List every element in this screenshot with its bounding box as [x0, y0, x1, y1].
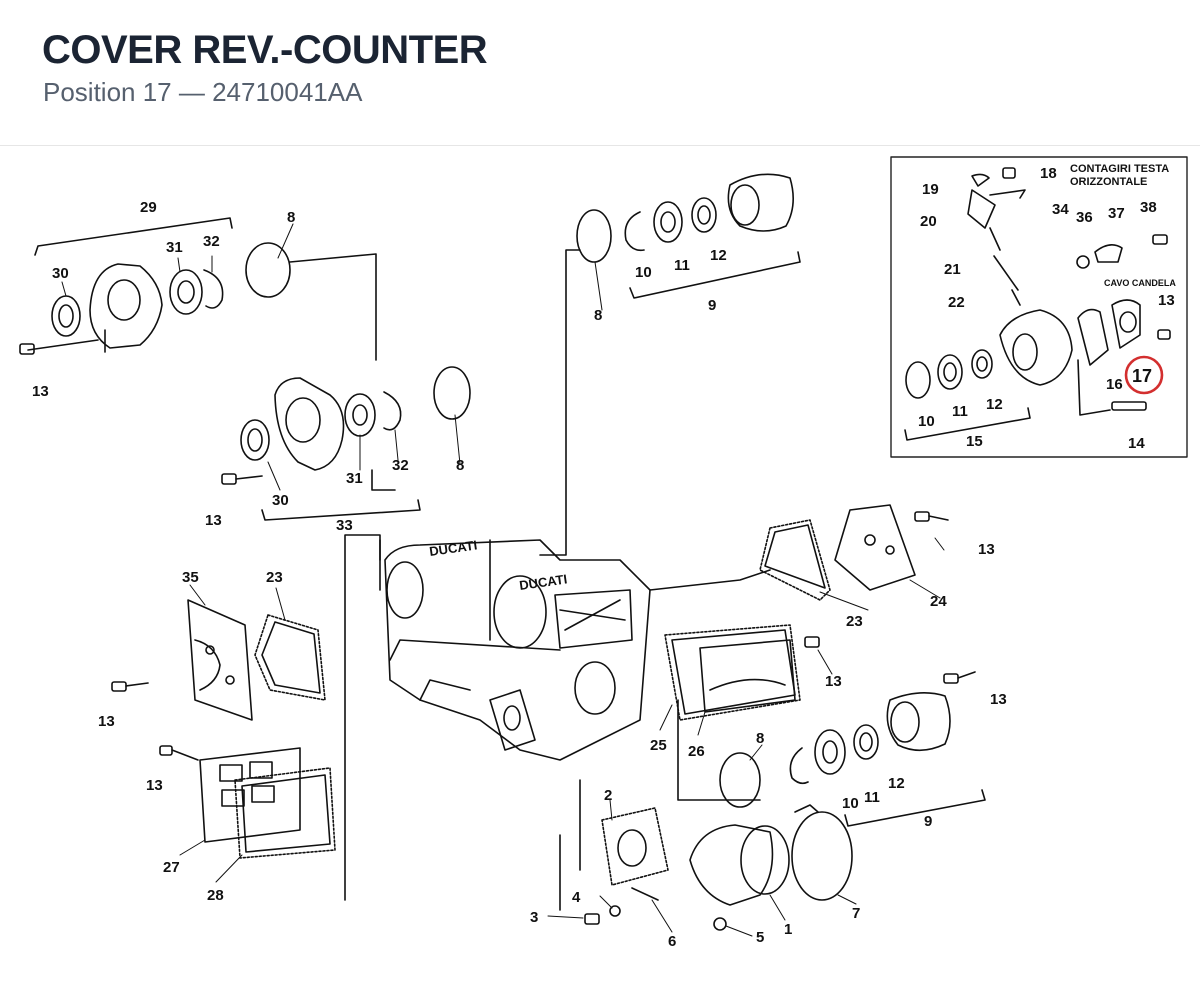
callout-23: 23: [266, 569, 283, 586]
inset-callout-20: 20: [920, 213, 937, 230]
highlight-circle-17: [1124, 355, 1164, 395]
callout-8: 8: [756, 730, 764, 747]
callout-labels: 29 8 31 32 30 13 10 11 12 9 8 8 30 31 32…: [32, 163, 1176, 950]
callout-3: 3: [530, 909, 538, 926]
callout-11: 11: [674, 257, 690, 274]
callout-32: 32: [203, 233, 220, 250]
page-header: COVER REV.-COUNTER Position 17 — 2471004…: [0, 0, 1200, 146]
inset-callout-13: 13: [1158, 292, 1175, 309]
intake-manifold-group: [559, 779, 853, 931]
callout-8: 8: [287, 209, 295, 226]
inset-callout-22: 22: [948, 294, 965, 311]
exploded-parts-diagram: DUCATI DUCATI: [0, 146, 1200, 976]
diagram-svg: DUCATI DUCATI: [19, 156, 1188, 950]
callout-31: 31: [166, 239, 183, 256]
inset-callout-12: 12: [986, 396, 1003, 413]
callout-31: 31: [346, 470, 363, 487]
callout-13: 13: [978, 541, 995, 558]
callout-28: 28: [207, 887, 224, 904]
callout-26: 26: [688, 743, 705, 760]
inset-horizontal-head-tachometer: [890, 156, 1188, 458]
inset-callout-19: 19: [922, 181, 939, 198]
callout-8: 8: [456, 457, 464, 474]
callout-4: 4: [572, 889, 581, 906]
highlight-callout-17: 17: [1132, 366, 1152, 386]
cover-29-assembly: [19, 217, 377, 361]
callout-2: 2: [604, 787, 612, 804]
callout-13: 13: [205, 512, 222, 529]
inset-callout-38: 38: [1140, 199, 1157, 216]
callout-10: 10: [635, 264, 652, 281]
inset-callout-37: 37: [1108, 205, 1125, 222]
callout-13: 13: [825, 673, 842, 690]
svg-text:DUCATI: DUCATI: [518, 571, 568, 593]
callout-23: 23: [846, 613, 863, 630]
callout-8: 8: [594, 307, 602, 324]
callout-12: 12: [710, 247, 727, 264]
crankcase-block: DUCATI DUCATI: [379, 537, 651, 761]
plate-23-24: [649, 504, 949, 601]
plate-27-28-left: [159, 745, 336, 859]
inset-callout-18: 18: [1040, 165, 1057, 182]
part-subtitle: Position 17 — 24710041AA: [43, 77, 363, 107]
callout-13: 13: [98, 713, 115, 730]
callout-32: 32: [392, 457, 409, 474]
inset-callout-11: 11: [952, 403, 968, 420]
inset-callout-21: 21: [944, 261, 961, 278]
inset-callout-10: 10: [918, 413, 935, 430]
bearing-group-9-bottom: [719, 671, 986, 827]
callout-1: 1: [784, 921, 792, 938]
callout-11: 11: [864, 789, 880, 806]
inset-callout-36: 36: [1076, 209, 1093, 226]
callout-6: 6: [668, 933, 676, 950]
inset-callout-34: 34: [1052, 201, 1069, 218]
callout-10: 10: [842, 795, 859, 812]
page-title: COVER REV.-COUNTER: [42, 28, 488, 72]
callout-9: 9: [708, 297, 716, 314]
bearing-group-9-top: [539, 173, 801, 556]
callout-30: 30: [272, 492, 289, 509]
inset-caption-line1: CONTAGIRI TESTA: [1070, 163, 1169, 175]
svg-text:DUCATI: DUCATI: [428, 537, 478, 559]
callout-25: 25: [650, 737, 667, 754]
callout-24: 24: [930, 593, 947, 610]
callout-29: 29: [140, 199, 157, 216]
plate-25-26-center: [664, 624, 820, 801]
callout-12: 12: [888, 775, 905, 792]
callout-30: 30: [52, 265, 69, 282]
inset-callout-15: 15: [966, 433, 983, 450]
inset-callout-14: 14: [1128, 435, 1145, 452]
callout-13: 13: [990, 691, 1007, 708]
inset-caption-line2: ORIZZONTALE: [1070, 176, 1147, 188]
callout-9: 9: [924, 813, 932, 830]
callout-7: 7: [852, 905, 860, 922]
inset-callout-16: 16: [1106, 376, 1123, 393]
callout-5: 5: [756, 929, 764, 946]
callout-27: 27: [163, 859, 180, 876]
plate-35-23-left: [111, 599, 326, 721]
callout-13: 13: [146, 777, 163, 794]
callout-33: 33: [336, 517, 353, 534]
leader-lines: [61, 223, 945, 937]
callout-35: 35: [182, 569, 199, 586]
cover-33-assembly: [221, 366, 471, 901]
callout-13: 13: [32, 383, 49, 400]
inset-cable-label: CAVO CANDELA: [1104, 278, 1176, 288]
